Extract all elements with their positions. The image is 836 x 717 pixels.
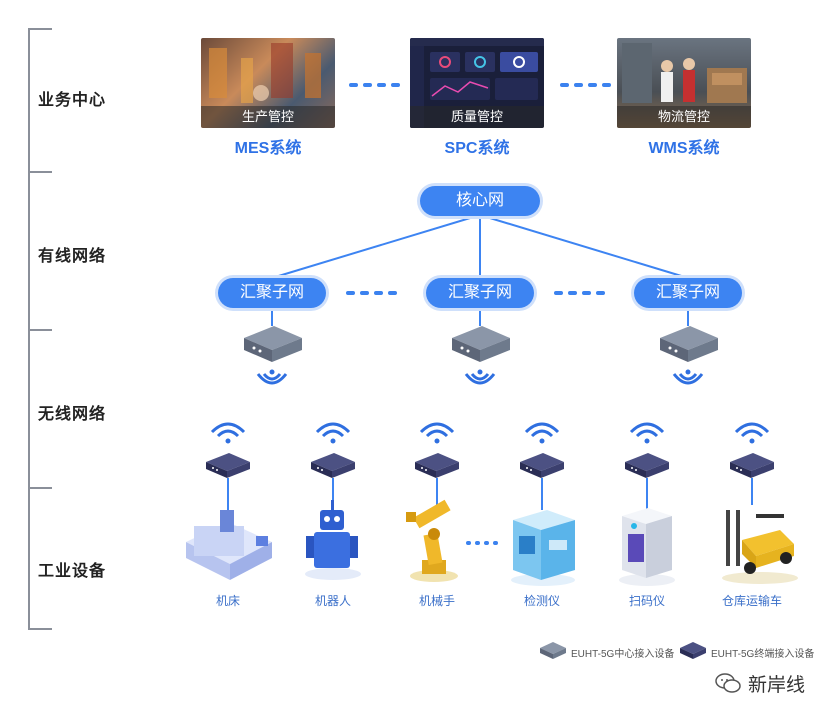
robot-icon — [305, 500, 361, 580]
machine-tool-icon — [186, 510, 272, 580]
wms-system-name: WMS系统 — [648, 140, 720, 157]
wifi-signal-icon — [419, 422, 455, 444]
legend-center-device-label: EUHT-5G中心接入设备 — [571, 649, 675, 660]
device-label-forklift: 仓库运输车 — [721, 594, 782, 608]
tier-tick — [28, 329, 52, 331]
dashboard-screenshot-icon — [410, 38, 544, 128]
terminal-access-device-icon — [415, 453, 459, 478]
tier-tick — [28, 628, 52, 630]
ellipsis-connector — [554, 291, 605, 295]
wifi-signal-icon — [315, 422, 351, 444]
terminal-access-device-icon — [730, 453, 774, 478]
center-access-device-icon — [244, 326, 302, 362]
tier-tick — [28, 171, 52, 173]
device-label-scanner: 扫码仪 — [628, 594, 665, 608]
wifi-signal-icon — [672, 369, 704, 385]
tier-label-wired: 有线网络 — [38, 248, 107, 265]
terminal-access-device-icon — [206, 453, 250, 478]
robotic-arm-icon — [406, 499, 458, 582]
aggregation-subnet-node-1: 汇聚子网 — [218, 278, 326, 308]
wifi-signal-icon — [524, 422, 560, 444]
scanner-icon — [619, 508, 675, 586]
wechat-logo-icon — [715, 673, 741, 693]
wifi-signal-icon — [629, 422, 665, 444]
aggregation-subnet-node-2: 汇聚子网 — [426, 278, 534, 308]
factory-photo-icon — [209, 43, 321, 103]
device-label-robot: 机器人 — [314, 594, 351, 608]
device-label-machine-tool: 机床 — [215, 594, 240, 608]
terminal-access-device-icon — [311, 453, 355, 478]
terminal-access-device-icon — [625, 453, 669, 478]
core-network-node: 核心网 — [420, 186, 540, 216]
wms-card: 物流管控 — [617, 38, 751, 128]
center-access-device-icon — [660, 326, 718, 362]
aggregation-subnet-node-3: 汇聚子网 — [634, 278, 742, 308]
legend-terminal-device-label: EUHT-5G终端接入设备 — [711, 649, 815, 660]
wifi-signal-icon — [734, 422, 770, 444]
detector-icon — [511, 510, 575, 586]
tier-tick — [28, 28, 52, 30]
warehouse-photo-icon — [622, 43, 747, 103]
wifi-signal-icon — [210, 422, 246, 444]
forklift-icon — [722, 510, 798, 584]
device-label-robotic-arm: 机械手 — [418, 594, 455, 608]
brand-watermark: 新岸线 — [748, 675, 806, 696]
ellipsis-connector — [466, 541, 498, 545]
spc-system-name: SPC系统 — [444, 140, 510, 157]
tier-tick — [28, 487, 52, 489]
spc-card: 质量管控 — [410, 38, 544, 128]
legend-terminal-device-icon — [680, 642, 706, 659]
spc-caption: 质量管控 — [410, 106, 544, 128]
mes-system-name: MES系统 — [234, 140, 302, 157]
tier-label-industrial: 工业设备 — [38, 563, 107, 580]
center-access-device-icon — [452, 326, 510, 362]
wifi-signal-icon — [464, 369, 496, 385]
ellipsis-connector — [349, 83, 400, 87]
mes-caption: 生产管控 — [201, 106, 335, 128]
device-label-detector: 检测仪 — [523, 594, 560, 608]
ellipsis-connector — [346, 291, 397, 295]
ellipsis-connector — [560, 83, 611, 87]
legend-center-device-icon — [540, 642, 566, 659]
terminal-access-device-icon — [520, 453, 564, 478]
tier-label-wireless: 无线网络 — [38, 406, 107, 423]
mes-card: 生产管控 — [201, 38, 335, 128]
tier-label-business: 业务中心 — [38, 92, 107, 109]
wms-caption: 物流管控 — [617, 106, 751, 128]
wifi-signal-icon — [256, 369, 288, 385]
